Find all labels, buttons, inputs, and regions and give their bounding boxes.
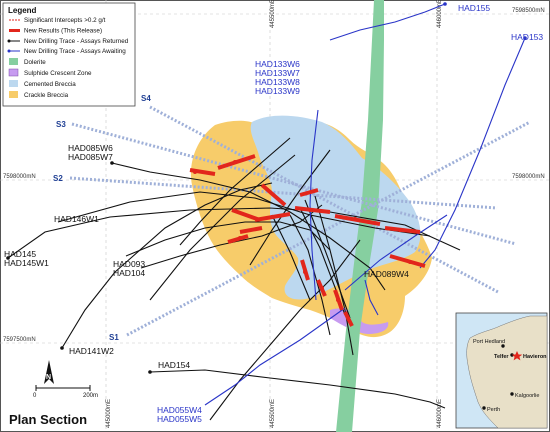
inset-label-telfer: Telfer [494, 354, 509, 360]
section-label-s4: S4 [141, 94, 151, 103]
easting-label: 445500mE [270, 399, 276, 428]
hole-label: HAD133W7 [255, 68, 300, 78]
legend-item-label: New Drilling Trace - Assays Returned [24, 38, 129, 45]
hole-label: HAD153 [511, 32, 543, 42]
hole-label: HAD146W1 [54, 214, 99, 224]
hole-label: HAD141W2 [69, 346, 114, 356]
legend-item-label: Sulphide Crescent Zone [24, 70, 92, 77]
legend-title: Legend [8, 6, 37, 15]
hole-label: HAD055W4 [157, 405, 202, 415]
cemented-breccia-zone [250, 115, 421, 300]
legend-item-label: New Drilling Trace - Assays Awaiting [24, 48, 126, 55]
hole-collars [6, 2, 527, 374]
legend-item-label: Cemented Breccia [24, 81, 76, 88]
easting-label: 445500mE [270, 0, 276, 28]
inset-label-havieron: Havieron [523, 354, 547, 360]
inset-label-port-hedland: Port Hedland [473, 339, 505, 345]
hole-label: HAD089W4 [364, 269, 409, 279]
western-australia-shape [466, 315, 548, 429]
inset-map: Port Hedland Telfer Havieron Kalgoorlie … [455, 312, 548, 429]
hole-label: HAD155 [458, 3, 490, 13]
sulphide-swatch-icon [8, 68, 19, 77]
easting-label: 446000mE [437, 0, 443, 28]
scale-end-label: 200m [83, 393, 98, 399]
scale-start-label: 0 [33, 393, 37, 399]
north-label: N [46, 374, 51, 381]
hole-label: HAD145 [4, 249, 36, 259]
legend-item-label: Dolerite [24, 59, 46, 66]
legend-item-label: New Results (This Release) [24, 28, 102, 35]
hole-label: HAD133W8 [255, 77, 300, 87]
hole-label: HAD154 [158, 360, 190, 370]
hole-label: HAD085W6 [68, 143, 113, 153]
section-labels: S4 S3 S2 S1 [53, 94, 151, 342]
inset-label-perth: Perth [487, 407, 500, 413]
hole-label: HAD133W6 [255, 59, 300, 69]
easting-label: 446000mE [437, 399, 443, 428]
legend: Legend Significant Intercepts >0.2 g/t N… [2, 2, 136, 107]
hole-label: HAD104 [113, 268, 145, 278]
hole-labels: HAD155 HAD153 HAD133W6 HAD133W7 HAD133W8… [4, 3, 543, 424]
hole-label: HAD093 [113, 259, 145, 269]
inset-label-kalgoorlie: Kalgoorlie [515, 393, 539, 399]
northing-label: 7598500mN [512, 8, 545, 14]
drill-traces-returned [7, 137, 461, 421]
hole-label: HAD145W1 [4, 258, 49, 268]
havieron-star-icon [511, 351, 523, 361]
hole-label: HAD133W9 [255, 86, 300, 96]
legend-item-label: Crackle Breccia [24, 92, 69, 99]
legend-box [2, 2, 136, 107]
drill-traces-awaiting [204, 3, 526, 406]
section-label-s2: S2 [53, 174, 63, 183]
cemented-swatch-icon [9, 80, 18, 87]
section-lines [69, 105, 531, 337]
easting-label: 445000mE [106, 399, 112, 428]
section-label-s1: S1 [109, 333, 119, 342]
north-arrow-icon: N [44, 360, 54, 384]
crackle-swatch-icon [9, 91, 18, 98]
hole-label: HAD055W5 [157, 414, 202, 424]
section-label-s3: S3 [56, 120, 66, 129]
hole-label: HAD085W7 [68, 152, 113, 162]
northing-label: 7598000mN [512, 174, 545, 180]
northing-label: 7597500mN [3, 337, 36, 343]
northing-label: 7598000mN [3, 174, 36, 180]
scale-bar: 0 200m [33, 385, 98, 399]
legend-item-label: Significant Intercepts >0.2 g/t [24, 17, 106, 24]
intercept-markers [193, 160, 412, 320]
plan-section-title: Plan Section [9, 412, 87, 427]
new-results-icon [9, 29, 20, 32]
dolerite-swatch-icon [9, 58, 18, 65]
